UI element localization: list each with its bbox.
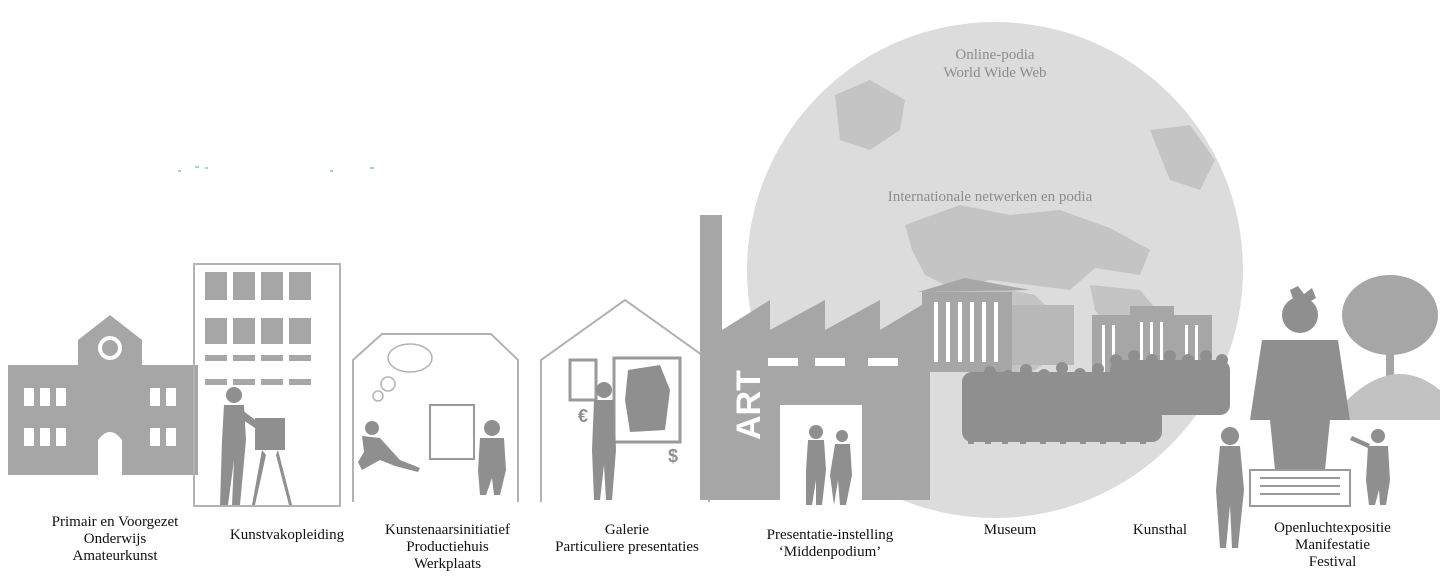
label-open-air-line2: Manifestatie xyxy=(1295,537,1370,553)
label-school-line3: Amateurkunst xyxy=(72,548,158,564)
dollar-symbol: $ xyxy=(668,446,678,466)
label-initiative-line1: Kunstenaarsinitiatief xyxy=(385,522,510,538)
label-school-line2: Onderwijs xyxy=(83,531,147,547)
academy-building xyxy=(193,263,341,507)
label-academy-line1: Kunstvakopleiding xyxy=(229,527,345,543)
globe-continent-europe xyxy=(905,205,1150,290)
child-silhouette xyxy=(1350,429,1390,505)
museum-building xyxy=(918,278,1074,372)
label-kunsthal-line1: Kunsthal xyxy=(1132,522,1188,538)
school-building xyxy=(8,315,198,475)
label-open-air: Openluchtexpositie Manifestatie Festival xyxy=(1250,520,1415,571)
label-initiative-line3: Werkplaats xyxy=(413,556,482,572)
pedestal xyxy=(1249,469,1351,507)
globe-continent-north xyxy=(835,80,905,150)
factory-sign: ART xyxy=(730,370,768,440)
statue-silhouette xyxy=(1250,297,1350,470)
artist-silhouettes xyxy=(358,420,506,495)
photographer-silhouette xyxy=(1216,427,1244,548)
euro-symbol: € xyxy=(578,406,588,426)
globe-international-line: Internationale netwerken en podia xyxy=(887,189,1093,205)
label-museum-line1: Museum xyxy=(983,522,1037,538)
painter-silhouette xyxy=(220,387,292,505)
label-presentation-line2: ‘Middenpodium’ xyxy=(778,544,882,560)
label-open-air-line1: Openluchtexpositie xyxy=(1274,520,1391,536)
gallery-building: € $ xyxy=(540,298,710,502)
label-presentation-line1: Presentatie-instelling xyxy=(766,527,894,543)
globe-online-line1: Online-podia xyxy=(955,47,1035,63)
label-presentation: Presentatie-instelling ‘Middenpodium’ xyxy=(745,527,915,561)
globe-online-line2: World Wide Web xyxy=(943,65,1047,81)
open-air-scene xyxy=(1216,275,1440,548)
globe-international-label: Internationale netwerken en podia xyxy=(855,188,1125,206)
label-initiative-line2: Productiehuis xyxy=(406,539,489,555)
label-academy: Kunstvakopleiding xyxy=(212,527,362,544)
label-open-air-line3: Festival xyxy=(1308,554,1357,570)
rooster-icon xyxy=(1290,286,1316,304)
tent-icon xyxy=(1338,374,1440,420)
initiative-building xyxy=(352,333,519,502)
label-museum: Museum xyxy=(970,522,1050,539)
visitor-silhouette xyxy=(592,382,616,500)
tree-icon xyxy=(1342,275,1438,400)
globe-online-label: Online-podia World Wide Web xyxy=(915,46,1075,82)
label-school-line1: Primair en Voorgezet xyxy=(51,514,179,530)
label-gallery: Galerie Particuliere presentaties xyxy=(532,522,722,556)
crowd-silhouettes xyxy=(962,350,1230,444)
factory-building xyxy=(700,215,930,505)
label-initiative: Kunstenaarsinitiatief Productiehuis Werk… xyxy=(360,522,535,573)
label-gallery-line1: Galerie xyxy=(604,522,650,538)
globe-continent-east xyxy=(1150,125,1215,190)
label-gallery-line2: Particuliere presentaties xyxy=(555,539,699,555)
label-kunsthal: Kunsthal xyxy=(1115,522,1205,539)
couple-silhouette xyxy=(806,425,852,505)
label-school: Primair en Voorgezet Onderwijs Amateurku… xyxy=(20,514,210,565)
specks xyxy=(178,166,374,172)
